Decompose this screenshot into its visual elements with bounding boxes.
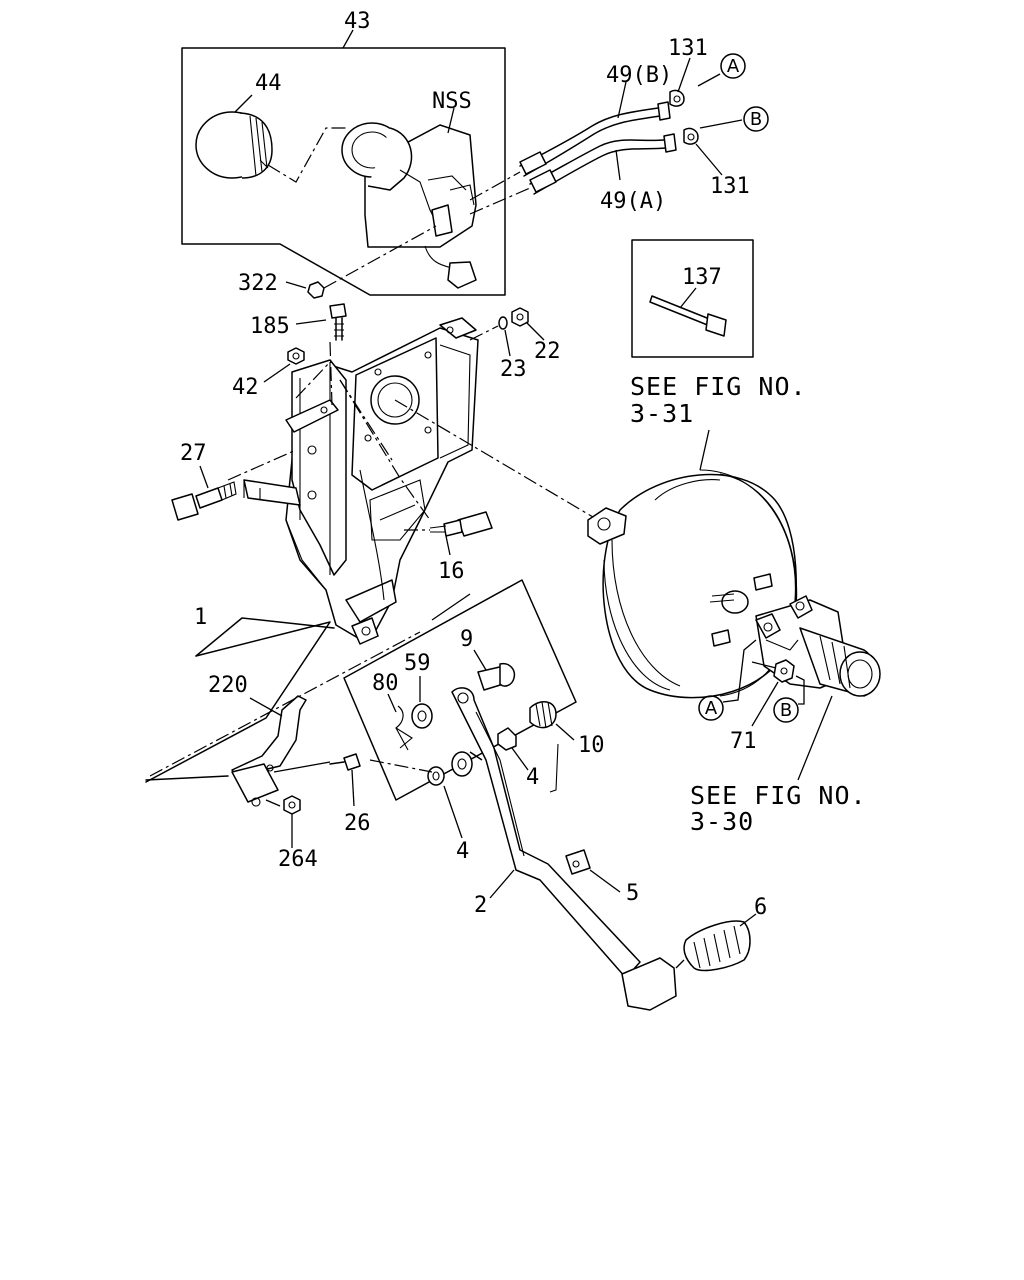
reservoir-hoses (469, 81, 677, 215)
label-5: 5 (626, 881, 639, 906)
bracket-group-base (145, 775, 229, 781)
pedal-bracket (243, 317, 479, 645)
reference-marker-a-booster (698, 639, 757, 721)
label-4-right: 4 (526, 765, 539, 790)
return-spring-10 (529, 701, 575, 741)
ref-a-booster: A (705, 698, 718, 719)
see-fig-2-line1: SEE FIG NO. (690, 781, 867, 810)
label-nss: NSS (432, 89, 472, 114)
see-fig-1-line1: SEE FIG NO. (630, 372, 807, 401)
label-26: 26 (344, 811, 371, 836)
label-137: 137 (682, 265, 722, 290)
reference-marker-b-booster (773, 675, 805, 723)
label-23: 23 (500, 357, 527, 382)
brake-fluid-reservoir (341, 107, 477, 289)
label-1: 1 (194, 605, 207, 630)
label-6: 6 (754, 895, 767, 920)
hose-clamps (669, 57, 743, 176)
bracket-220 (231, 695, 331, 807)
label-49a: 49(A) (600, 189, 666, 214)
cable-tie-box (631, 239, 754, 358)
label-71: 71 (730, 729, 757, 754)
ref-b-booster: B (780, 700, 792, 721)
reservoir-cap (195, 94, 273, 179)
pedal-subassembly-box (343, 579, 577, 801)
ref-a-top: A (727, 56, 740, 77)
see-fig-2-leader (797, 695, 833, 781)
stopper-5 (565, 849, 621, 893)
label-2: 2 (474, 893, 487, 918)
pedal-pin-9 (473, 649, 516, 691)
see-fig-2-line2: 3-30 (690, 807, 754, 836)
nut-42 (263, 347, 305, 383)
master-cylinder (755, 595, 881, 697)
reference-marker-a-top (720, 53, 746, 79)
label-220: 220 (208, 673, 248, 698)
pedal-stopper-27 (171, 465, 237, 521)
nut-22 (511, 307, 545, 341)
brake-pedal-arm-2 (451, 687, 641, 979)
bracket-group-outline (145, 621, 331, 783)
label-4-bottom: 4 (456, 839, 469, 864)
nut-71 (751, 659, 795, 727)
washer-59 (411, 676, 433, 729)
ref-b-top: B (750, 109, 762, 130)
label-185: 185 (250, 314, 290, 339)
label-44: 44 (255, 71, 282, 96)
label-131-top: 131 (668, 36, 708, 61)
washer-23 (498, 316, 511, 357)
label-22: 22 (534, 339, 561, 364)
reference-marker-b-top (743, 106, 769, 132)
clip-80 (387, 693, 413, 751)
bushing-4-bottom (427, 766, 463, 839)
stop-lamp-switch-16 (429, 511, 493, 556)
label-42: 42 (232, 375, 259, 400)
bushing-4-right (497, 727, 529, 771)
nut-264 (283, 795, 301, 848)
label-43: 43 (344, 9, 371, 34)
pedal-pad (621, 957, 677, 1011)
pedal-pad-rubber-6 (675, 913, 757, 972)
label-16: 16 (438, 559, 465, 584)
nut-322 (285, 281, 325, 299)
bolt-185 (295, 303, 347, 341)
label-27: 27 (180, 441, 207, 466)
see-fig-1-line2: 3-31 (630, 399, 694, 428)
label-10: 10 (578, 733, 605, 758)
reservoir-group-box (181, 29, 506, 296)
label-49b: 49(B) (606, 63, 672, 88)
label-131-bottom: 131 (710, 174, 750, 199)
label-9: 9 (460, 627, 473, 652)
brake-booster (587, 429, 798, 699)
bolt-26 (329, 753, 361, 807)
label-322: 322 (238, 271, 278, 296)
label-80: 80 (372, 671, 399, 696)
label-59: 59 (404, 651, 431, 676)
label-264: 264 (278, 847, 318, 872)
